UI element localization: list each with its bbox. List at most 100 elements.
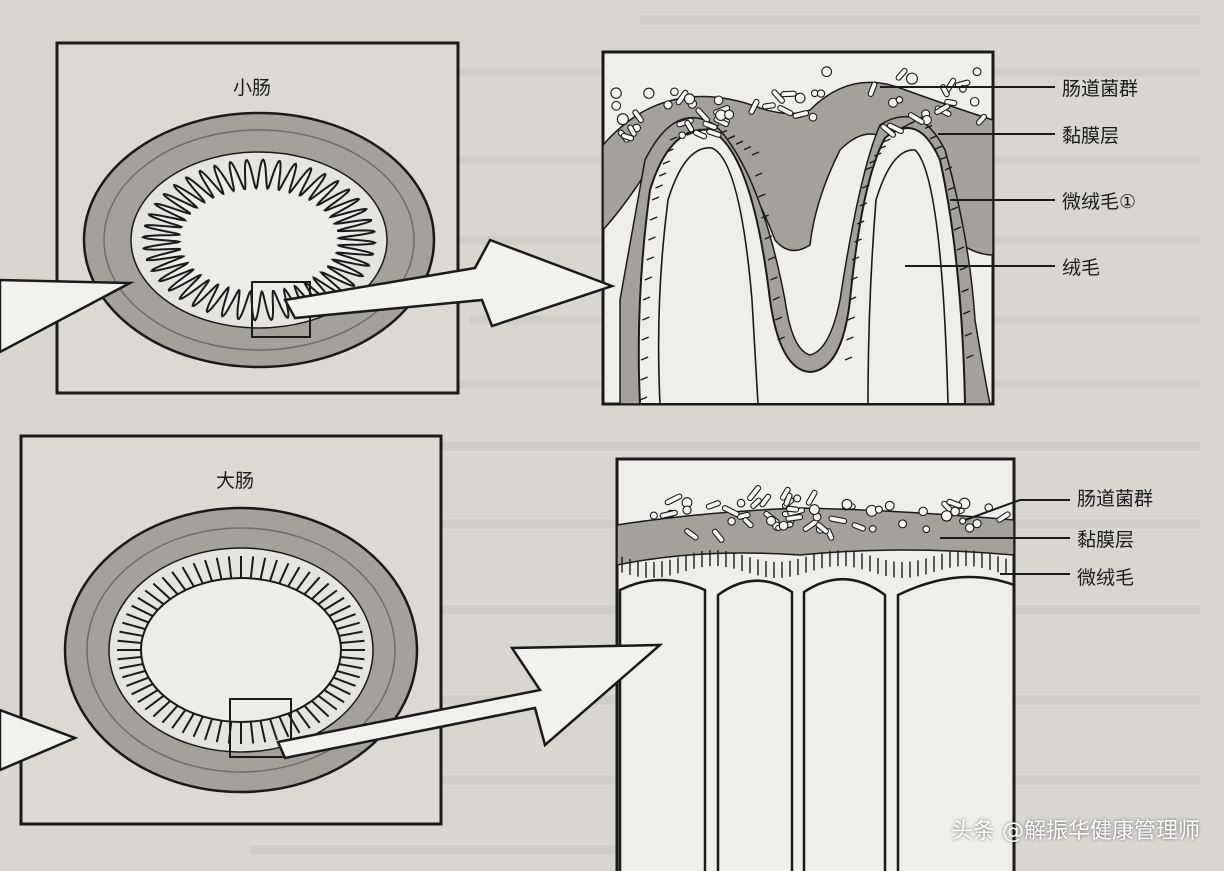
bacterium <box>785 514 804 522</box>
bacterium <box>777 105 794 117</box>
microvillus <box>767 256 776 261</box>
small-intestine-label-mucosa: 黏膜层 <box>1062 125 1119 147</box>
bacterium <box>794 92 806 104</box>
microvillus-hair <box>336 621 360 631</box>
microvillus-hair <box>192 562 204 584</box>
bacterium <box>808 504 820 516</box>
microvillus-hair <box>333 676 356 687</box>
microvillus-hair <box>227 556 233 579</box>
large-intestine-microvilli <box>621 550 1007 578</box>
microvillus <box>648 236 656 241</box>
bacterium <box>682 505 692 515</box>
bacterium <box>808 112 818 122</box>
bacterium <box>727 517 736 526</box>
microvillus-hair <box>171 709 187 729</box>
microvillus-hair <box>323 596 345 611</box>
bacterium <box>721 505 740 518</box>
microvillus <box>743 145 752 151</box>
microvillus <box>764 235 773 240</box>
small-intestine-detail-panel: 肠道菌群 黏膜层 微绒毛① 绒毛 <box>601 50 1138 406</box>
microvillus-hair <box>259 557 267 580</box>
bacterium <box>816 89 826 98</box>
bacterium <box>821 66 833 78</box>
bacterium <box>684 119 695 133</box>
microvillus-hair <box>295 571 311 591</box>
large-intestine-zoom-box <box>229 698 292 758</box>
microvillus <box>900 124 909 129</box>
microvillus-hair <box>249 721 255 744</box>
large-intestine-wall-inner-line <box>86 527 396 773</box>
microvillus-hair <box>152 582 171 600</box>
microvillus <box>669 136 678 141</box>
microvillus-hair <box>117 639 142 644</box>
microvillus <box>666 148 674 153</box>
bacterium <box>702 120 718 131</box>
small-intestine-villus-core <box>637 127 967 404</box>
microvillus <box>642 316 650 321</box>
microvillus <box>883 138 891 143</box>
bacterium <box>880 123 897 138</box>
microvillus-hair <box>119 630 144 637</box>
microvillus <box>649 216 658 221</box>
microvillus-hair <box>317 694 338 711</box>
small-intestine-label-villi: 绒毛 <box>1062 257 1100 279</box>
large-intestine-microvilli-ring <box>117 556 365 744</box>
microvillus <box>850 276 858 281</box>
microvillus <box>640 376 648 381</box>
bacterium <box>805 489 818 506</box>
bacterium <box>750 497 762 509</box>
bacterium <box>895 67 908 81</box>
bacterium <box>663 100 673 110</box>
microvillus-hair <box>122 621 146 631</box>
microvillus-hair <box>119 663 144 670</box>
microvillus <box>754 172 763 177</box>
microvillus <box>640 356 649 361</box>
microvillus <box>947 186 956 191</box>
bacterium <box>792 110 810 119</box>
large-intestine-label-microvilli: 微绒毛 <box>1077 567 1134 589</box>
small-intestine-panel: 小肠 <box>0 41 460 395</box>
microvillus <box>964 332 973 337</box>
microvillus <box>751 151 760 156</box>
microvillus-hair <box>126 613 149 624</box>
microvillus <box>772 296 781 301</box>
microvillus-hair <box>340 656 365 661</box>
microvillus <box>959 266 968 271</box>
bacterium <box>946 498 963 509</box>
small-intestine-bacteria <box>610 66 987 143</box>
microvillus-hair <box>181 712 195 734</box>
large-intestine-detail-panel: 肠道菌群 黏膜层 微绒毛 <box>615 457 1153 871</box>
microvillus-hair <box>340 639 365 644</box>
bacterium <box>778 520 789 531</box>
microvillus-hair <box>249 556 255 579</box>
microvillus <box>953 226 962 231</box>
microvillus-hair <box>311 700 330 718</box>
bacterium <box>972 519 982 529</box>
microvillus <box>761 214 769 219</box>
bacterium <box>940 510 953 522</box>
microvillus <box>642 296 651 301</box>
bacterium <box>706 128 722 138</box>
microvillus-hair <box>204 559 213 582</box>
microvillus-hair <box>259 720 267 743</box>
microvillus <box>777 336 785 341</box>
microvillus <box>956 246 965 251</box>
bacterium <box>905 72 918 85</box>
bacterium <box>616 113 629 126</box>
microvillus <box>848 296 857 301</box>
large-intestine-leader-lines <box>940 499 1070 575</box>
bacterium <box>610 87 622 99</box>
microvillus <box>854 238 862 243</box>
microvillus <box>939 155 948 161</box>
microvillus-hair <box>336 669 360 679</box>
microvillus-hair <box>181 566 195 588</box>
bacterium <box>922 525 931 534</box>
small-intestine-zoom-arrow <box>283 238 616 328</box>
microvillus <box>686 131 695 136</box>
microvillus <box>641 336 650 341</box>
small-intestine-villus-inner-outline <box>657 147 949 404</box>
microvillus-hair <box>144 589 165 606</box>
microvillus-hair <box>323 689 345 704</box>
large-intestine-left-pointer <box>0 708 79 772</box>
